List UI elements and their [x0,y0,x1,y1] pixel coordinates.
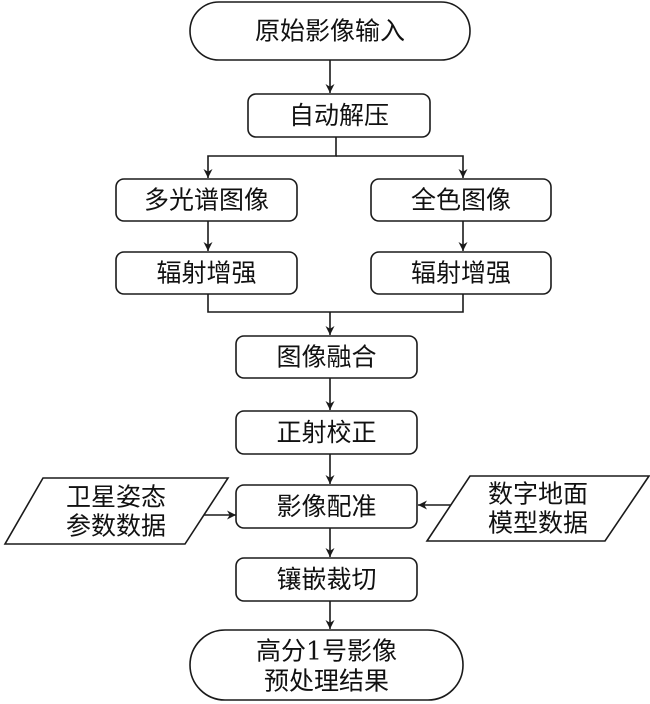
node-input: 原始影像输入 [189,1,471,61]
node-label-line1: 数字地面 [488,480,588,509]
node-enhance-right: 辐射增强 [370,251,552,295]
connectors [200,60,468,629]
node-registration: 影像配准 [235,484,418,529]
node-ortho: 正射校正 [235,410,418,455]
node-label: 自动解压 [289,101,389,130]
node-fusion: 图像融合 [235,335,418,379]
node-label: 多光谱图像 [144,186,269,215]
node-label-line1: 卫星姿态 [66,483,166,512]
node-multispectral: 多光谱图像 [115,178,298,222]
node-dem: 数字地面 模型数据 [425,475,650,542]
node-label: 辐射增强 [156,259,256,288]
node-label: 影像配准 [276,492,376,521]
data-shape [3,477,230,545]
node-label-line1: 高分1号影像 [256,637,397,666]
node-output: 高分1号影像 预处理结果 [189,629,464,701]
terminal-shape [189,1,471,61]
process-shape [370,178,552,222]
process-shape [235,410,418,455]
node-label: 全色图像 [411,186,511,215]
terminal-shape [189,629,464,701]
edge-enhance-merge [207,294,464,313]
process-shape [247,93,431,138]
data-shape [425,475,650,542]
node-panchromatic: 全色图像 [370,178,552,222]
node-mosaic: 镶嵌裁切 [235,557,418,602]
node-label-line2: 参数数据 [66,512,166,541]
process-shape [235,557,418,602]
node-decompress: 自动解压 [247,93,431,138]
node-label: 辐射增强 [411,259,511,288]
node-enhance-left: 辐射增强 [115,251,298,295]
node-label-line2: 预处理结果 [264,667,389,696]
process-shape [235,484,418,529]
process-shape [235,335,418,379]
node-attitude: 卫星姿态 参数数据 [3,477,230,545]
node-label-line2: 模型数据 [488,509,588,538]
process-shape [115,178,298,222]
node-label: 镶嵌裁切 [276,565,376,594]
node-label: 图像融合 [276,343,376,372]
process-shape [370,251,552,295]
edge-decompress-panchromatic [336,155,468,178]
node-label: 正射校正 [276,418,376,447]
edge-decompress-multispectral [203,137,337,178]
node-label: 原始影像输入 [255,17,405,46]
process-shape [115,251,298,295]
